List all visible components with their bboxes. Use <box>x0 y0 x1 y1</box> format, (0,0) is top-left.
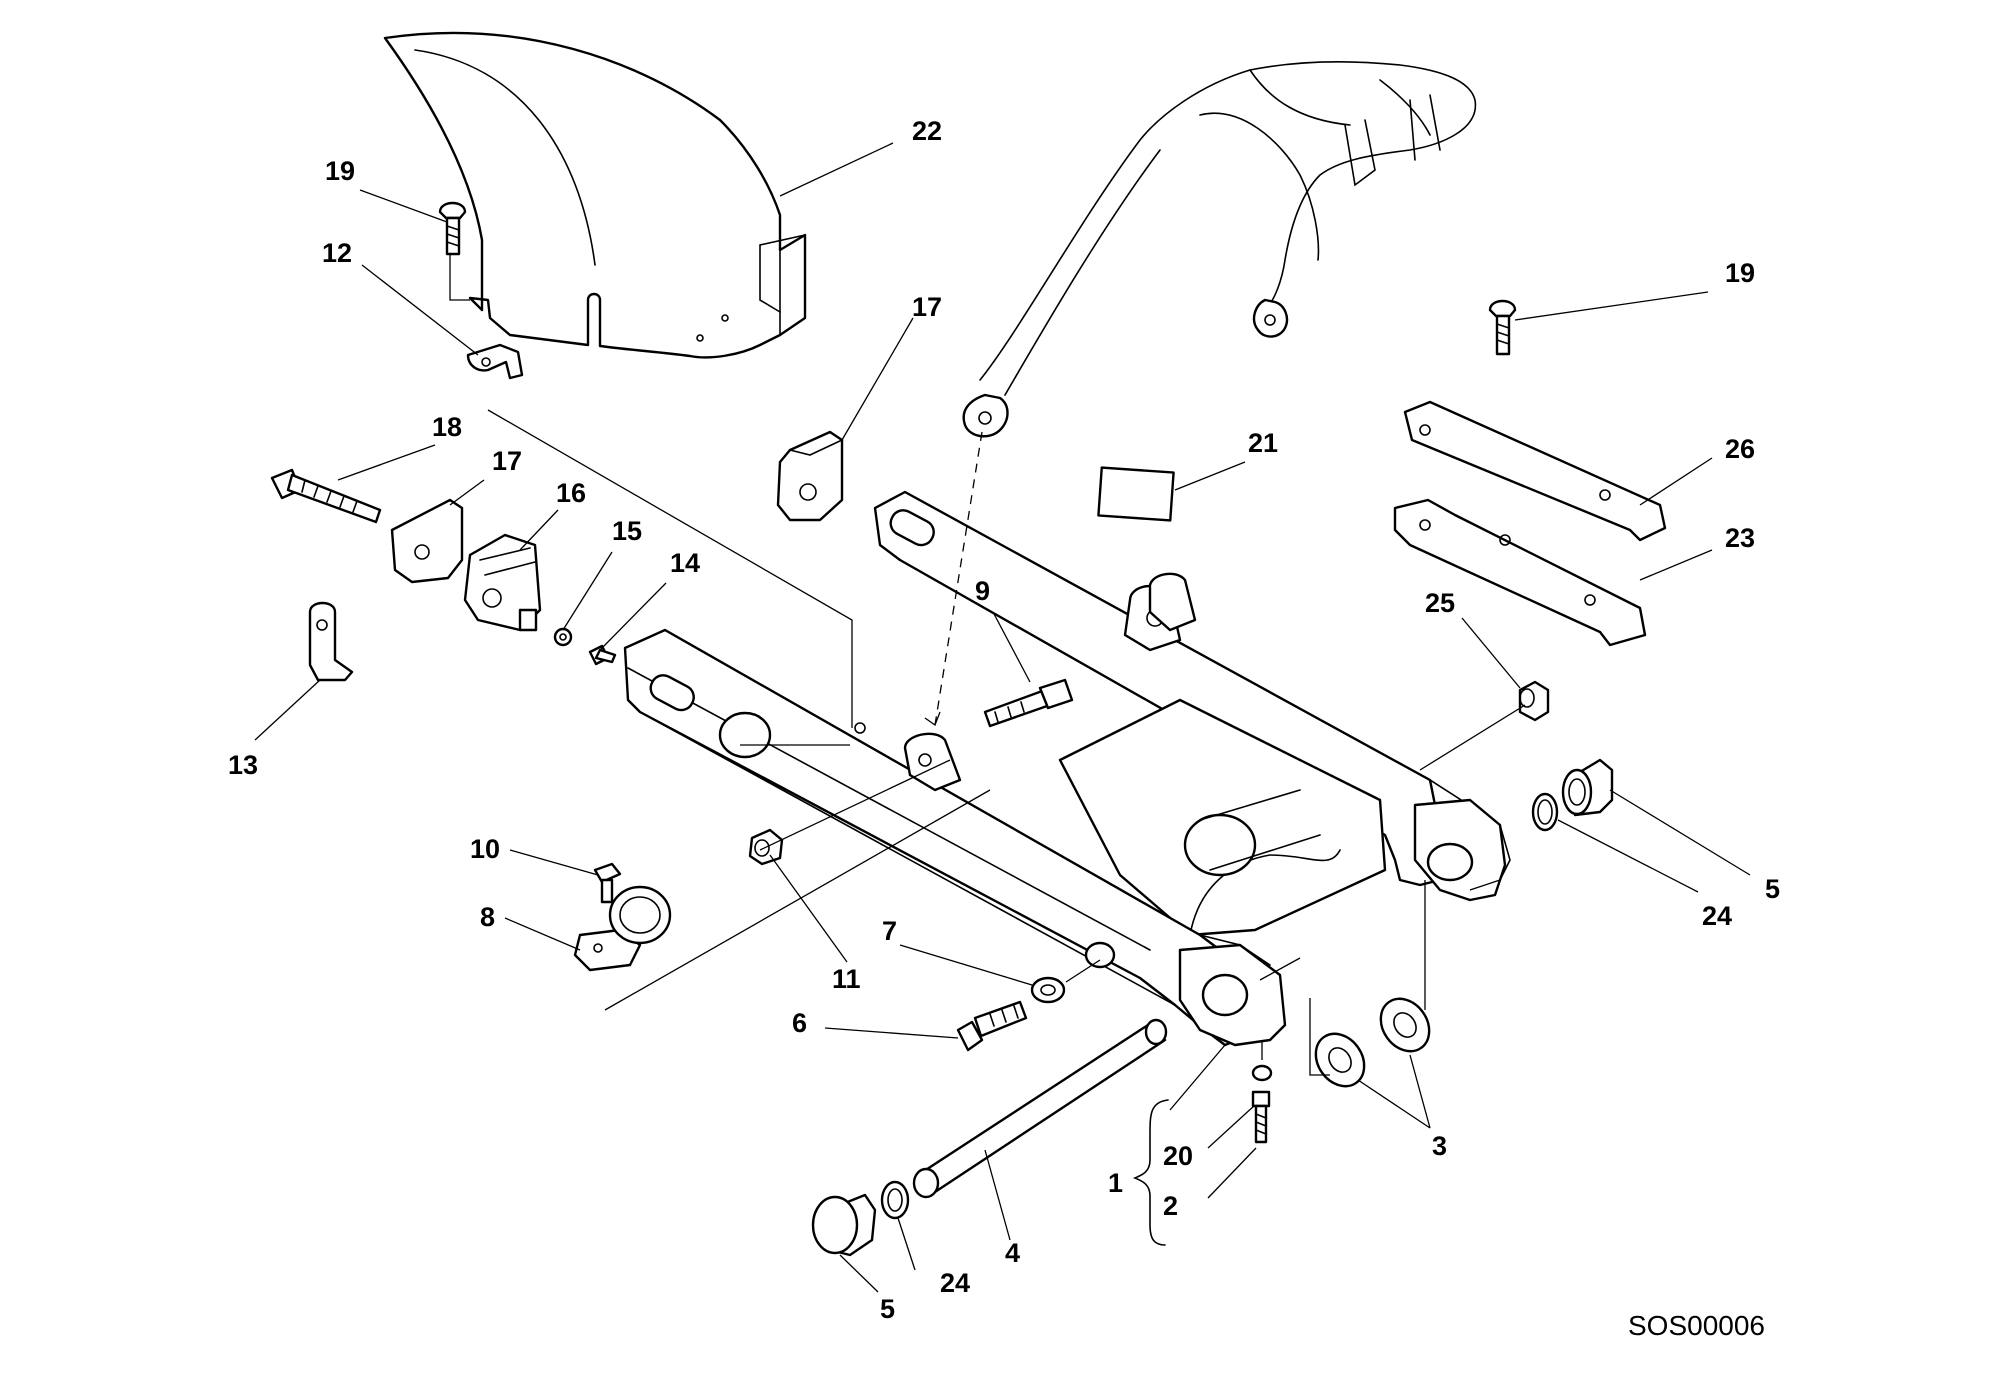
callout-26: 26 <box>1725 434 1755 464</box>
hose-clamp <box>573 885 672 972</box>
callout-17-upper: 17 <box>912 292 942 322</box>
callout-13: 13 <box>228 750 258 780</box>
clamp-bolt <box>593 862 622 904</box>
callout-19-right: 19 <box>1725 258 1755 288</box>
rear-frame-stay <box>962 60 1477 438</box>
shock-bolt <box>983 678 1074 728</box>
callout-22: 22 <box>912 116 942 146</box>
callout-23: 23 <box>1725 523 1755 553</box>
chain-guide-bolt <box>956 1000 1028 1052</box>
drawing-code: SOS00006 <box>1628 1310 1765 1341</box>
callout-4: 4 <box>1005 1238 1020 1268</box>
pivot-shim-washers <box>1314 997 1431 1088</box>
callout-18: 18 <box>432 412 462 442</box>
adjuster-washer <box>553 627 573 647</box>
pivot-lock-screw <box>1251 1090 1271 1144</box>
callout-labels: 1 2 3 4 5 5 6 7 8 9 10 11 12 13 14 15 16… <box>228 116 1780 1324</box>
chain-adjuster-block <box>463 533 542 632</box>
mudguard-screw <box>438 201 467 256</box>
callout-11: 11 <box>832 964 861 994</box>
pivot-shaft <box>912 1018 1168 1199</box>
chain-adjuster-bolt <box>270 468 382 524</box>
rear-mudguard <box>383 31 807 359</box>
brake-stay-bracket <box>308 601 354 682</box>
leader-lines <box>254 142 1751 1293</box>
circlip-right <box>1531 792 1559 832</box>
callout-14: 14 <box>670 548 700 578</box>
callout-7: 7 <box>882 916 897 946</box>
callout-19-left: 19 <box>325 156 355 186</box>
callout-1: 1 <box>1108 1168 1123 1198</box>
callout-20: 20 <box>1163 1141 1193 1171</box>
callout-3: 3 <box>1432 1131 1447 1161</box>
callout-5-left: 5 <box>880 1294 895 1324</box>
mudguard-bracket <box>466 343 524 380</box>
callout-6: 6 <box>792 1008 807 1038</box>
chain-slider-lower <box>390 498 464 584</box>
callout-21: 21 <box>1248 428 1278 458</box>
chain-slider-plate-lower <box>1393 498 1647 647</box>
callout-16: 16 <box>556 478 586 508</box>
callout-9: 9 <box>975 576 990 606</box>
pivot-lock-washer <box>1251 1064 1273 1082</box>
callout-24-left: 24 <box>940 1268 970 1298</box>
callout-5-right: 5 <box>1765 874 1780 904</box>
callout-2: 2 <box>1163 1191 1178 1221</box>
chain-sticker <box>1097 466 1175 522</box>
assembly-lines <box>449 255 1526 1111</box>
callout-17-lower: 17 <box>492 446 522 476</box>
callout-12: 12 <box>322 238 352 268</box>
adjuster-screw <box>588 644 617 666</box>
callout-25: 25 <box>1425 588 1455 618</box>
spacer-washer <box>1030 976 1066 1004</box>
callout-10: 10 <box>470 834 500 864</box>
chain-slider-plate-upper <box>1403 400 1667 542</box>
chain-slider-upper <box>776 430 844 522</box>
callout-15: 15 <box>612 516 642 546</box>
slider-screw <box>1488 299 1517 356</box>
callout-8: 8 <box>480 902 495 932</box>
callout-24-right: 24 <box>1702 901 1732 931</box>
circlip-left <box>880 1180 910 1220</box>
swingarm <box>623 490 1511 1047</box>
pivot-cap-left <box>811 1193 877 1257</box>
slider-nut <box>1518 680 1550 722</box>
bush-right <box>1561 758 1614 817</box>
